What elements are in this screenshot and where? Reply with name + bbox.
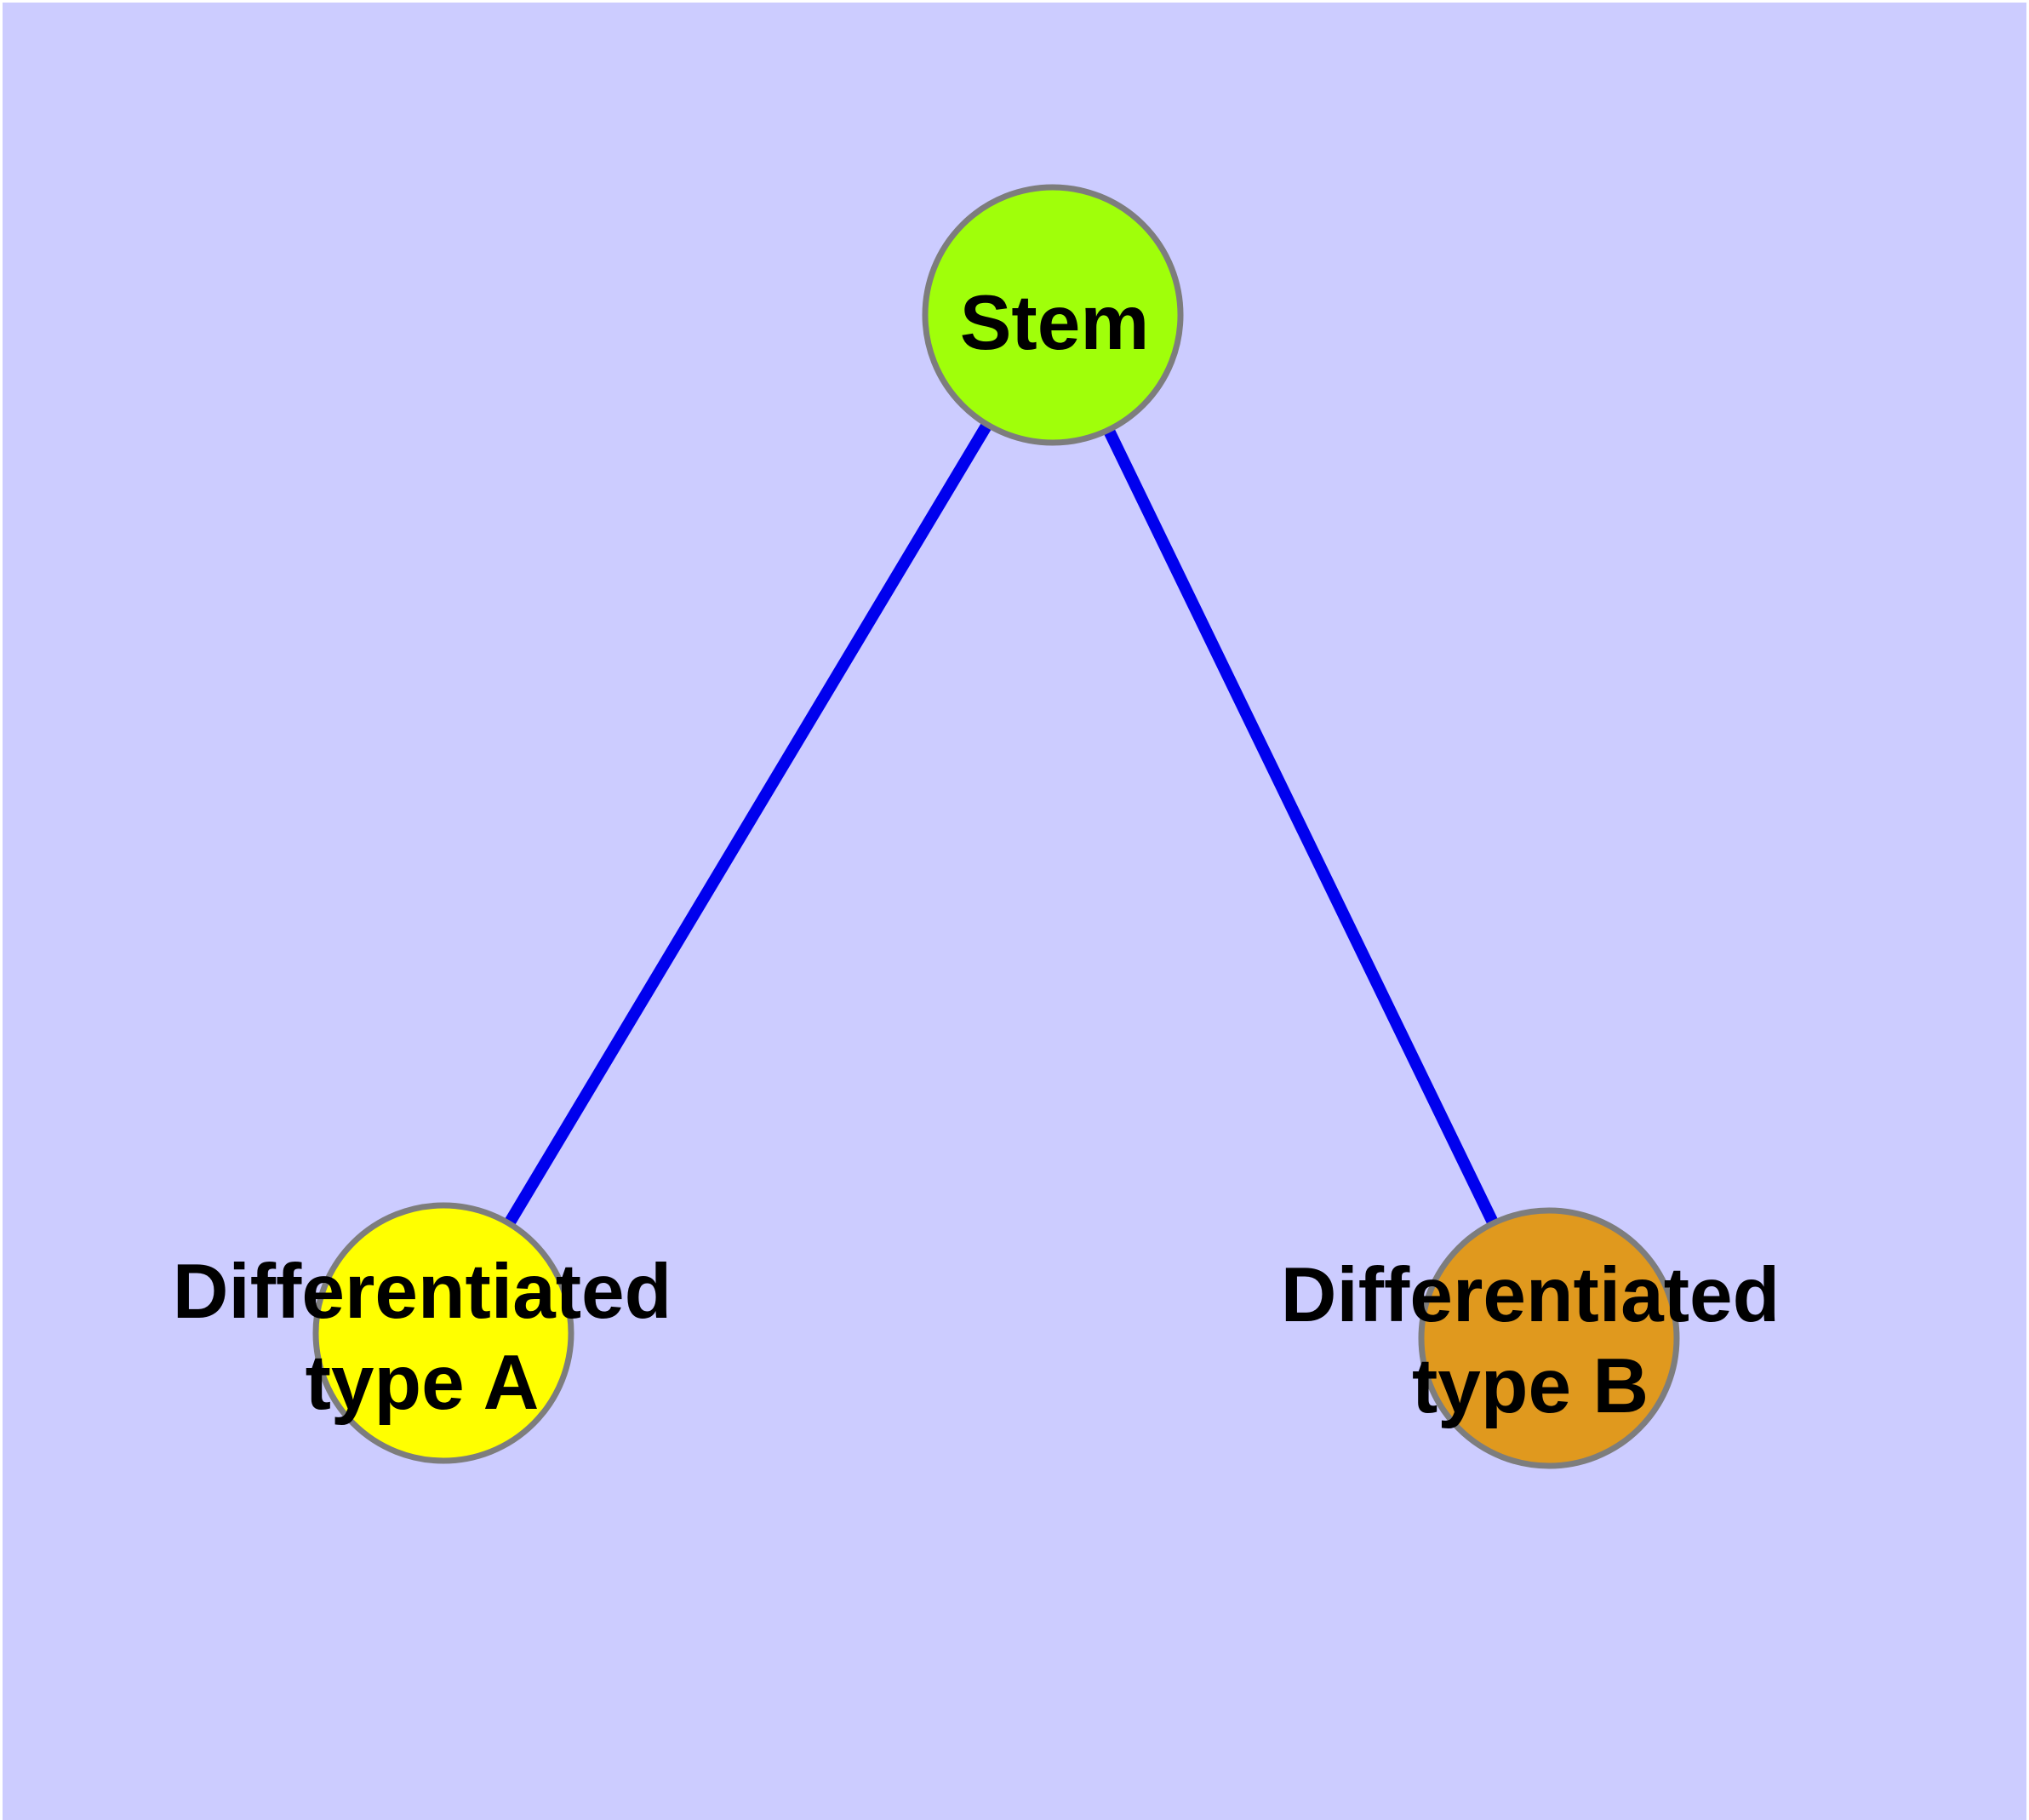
node-type-b-label-line1: Differentiated — [1281, 1252, 1780, 1338]
node-type-a-label-line2: type A — [306, 1340, 540, 1426]
node-type-b-circle — [1418, 1207, 1680, 1469]
node-stem-label: Stem — [960, 280, 1150, 366]
node-type-a-label-line1: Differentiated — [173, 1249, 672, 1335]
edge-stem-to-type-a — [437, 312, 1059, 1336]
node-stem-circle — [922, 184, 1184, 446]
edge-stem-to-type-b — [1047, 312, 1555, 1342]
node-type-b-label-line2: type B — [1412, 1343, 1649, 1429]
node-type-a-circle — [312, 1202, 574, 1464]
